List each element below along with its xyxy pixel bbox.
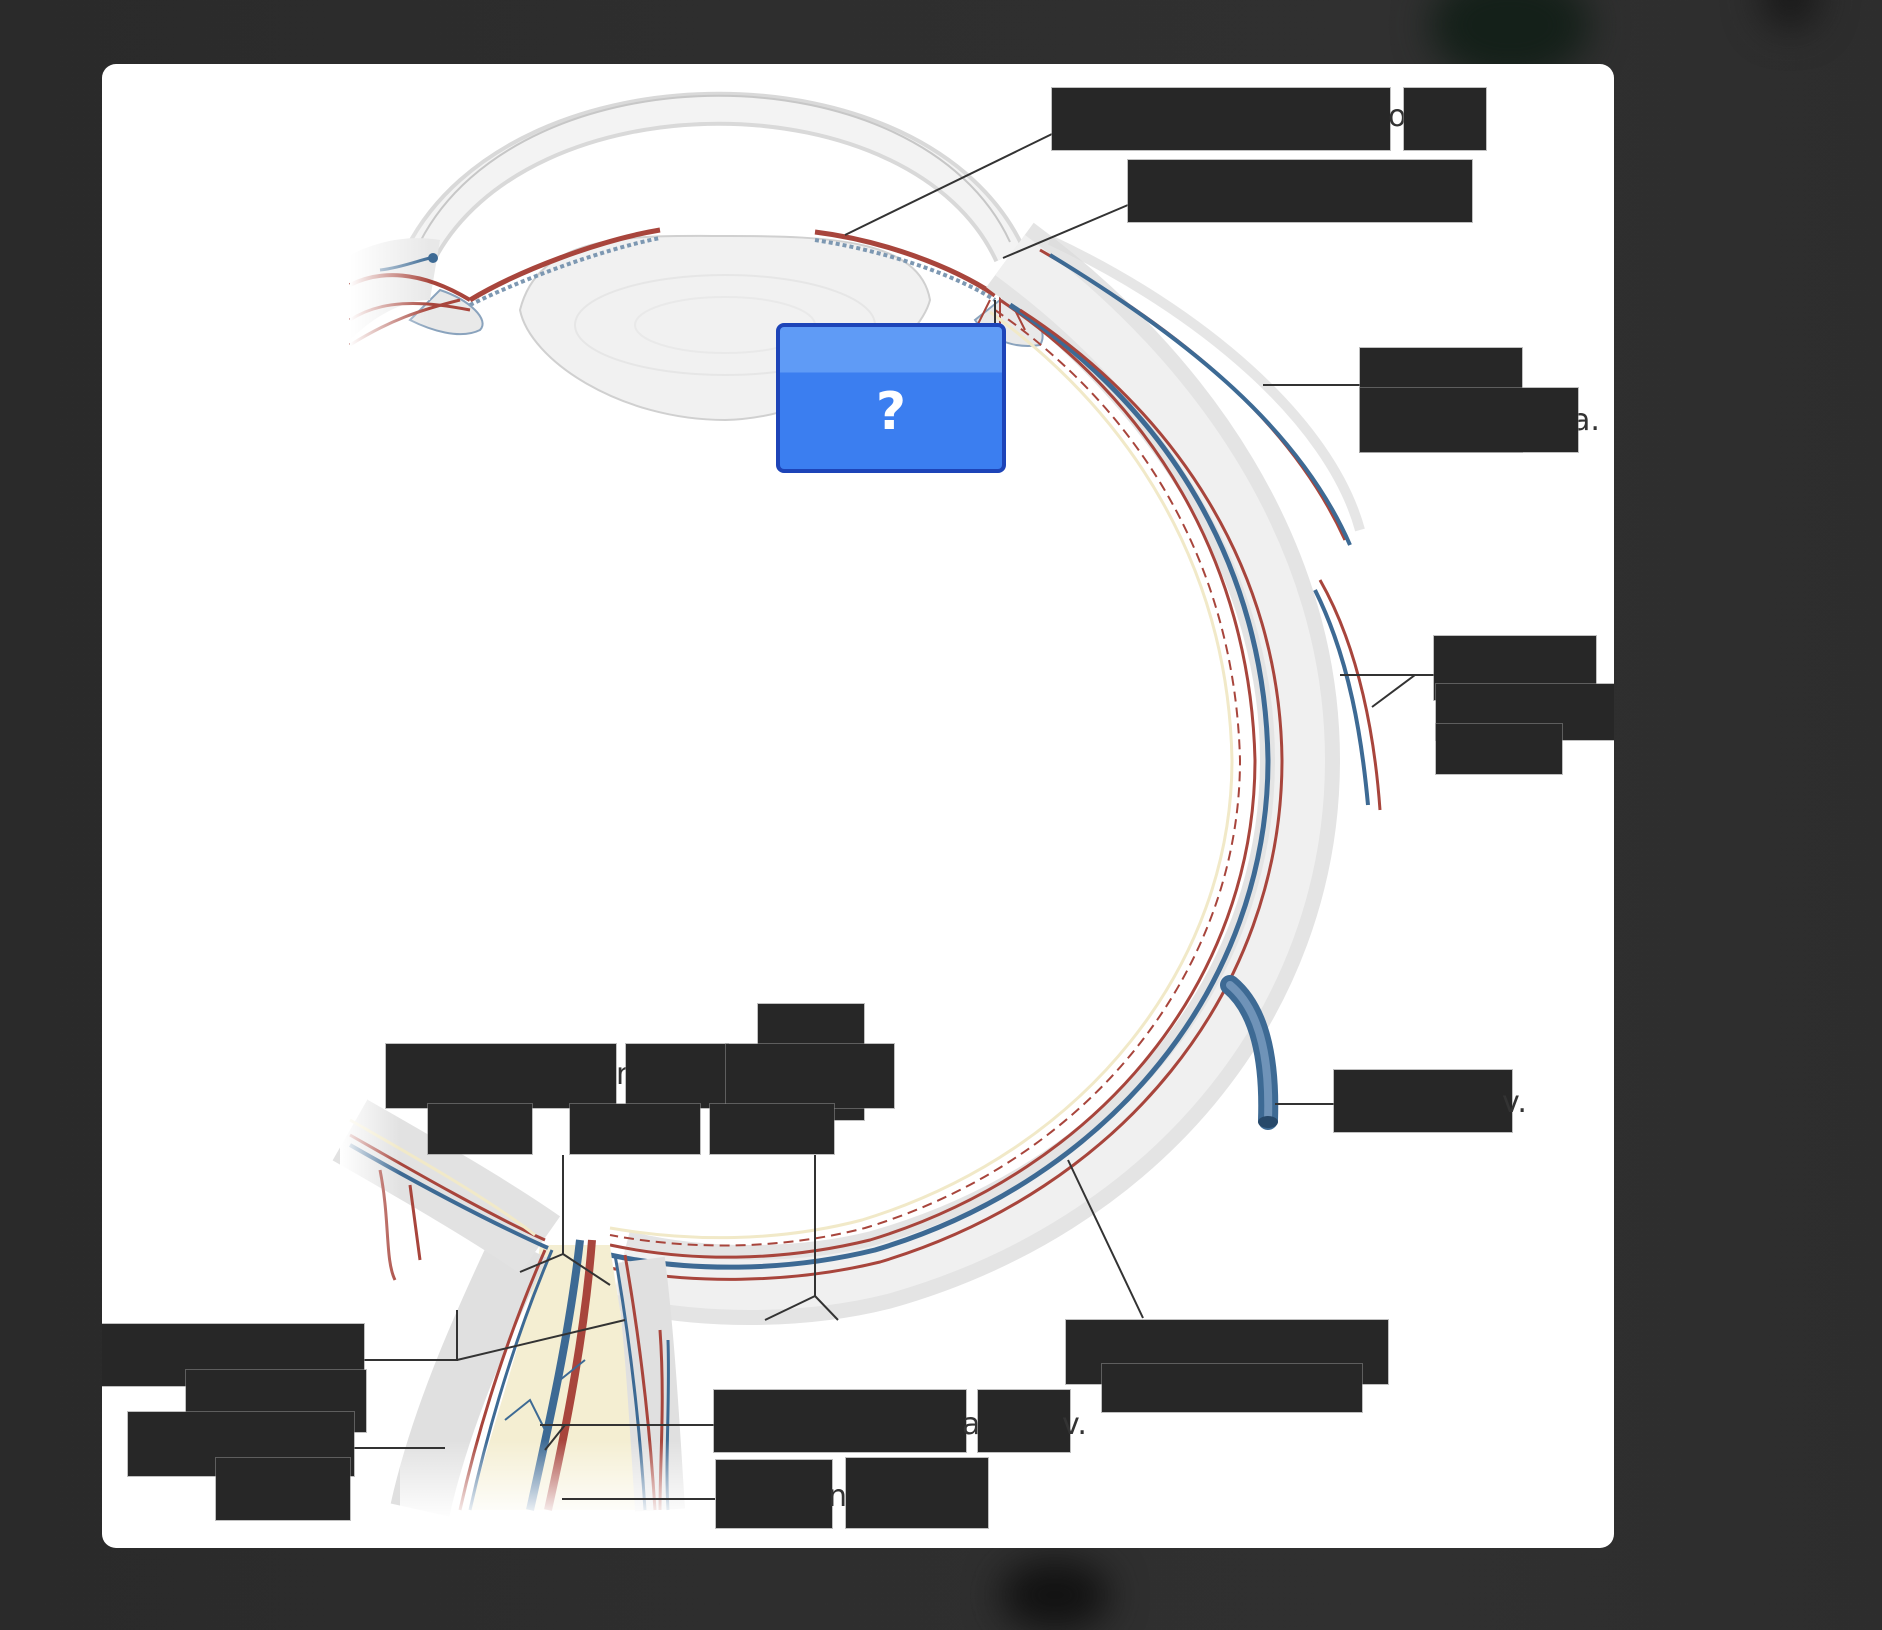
redacted-label-top-2 — [1128, 160, 1472, 222]
background-shadow — [1760, 0, 1820, 30]
label-fragment-bottom-4b: v. — [1062, 1407, 1087, 1442]
redacted-label-mid-1 — [386, 1044, 616, 1108]
redacted-label-bottom-right-b — [1102, 1364, 1362, 1412]
redacted-label-right-2c — [1436, 724, 1562, 774]
background-shadow — [1000, 1560, 1110, 1630]
cornea — [404, 91, 1026, 264]
redacted-label-bottom-5 — [716, 1460, 832, 1528]
redacted-label-left-2b — [216, 1458, 350, 1520]
vortex-vein — [1220, 975, 1279, 1130]
optic-nerve — [390, 1232, 700, 1520]
redacted-label-top-1 — [1052, 88, 1390, 150]
episcleral-vessels — [1039, 235, 1382, 811]
redacted-label-bottom-5b — [846, 1458, 988, 1528]
eye-blood-supply-illustration — [332, 91, 1434, 1520]
redacted-label-bottom-4b — [978, 1390, 1070, 1452]
leader-lines — [350, 133, 1434, 1500]
iris — [468, 227, 997, 307]
label-fragment-top-1: o — [1388, 99, 1407, 134]
unknown-label-hotspot[interactable]: ? — [776, 323, 1006, 473]
redacted-label-mid-1d — [570, 1104, 700, 1154]
redacted-label-mid-1c — [428, 1104, 532, 1154]
posterior-sclera-left — [332, 1099, 561, 1300]
label-fragment-bottom-5: n — [828, 1479, 848, 1514]
question-mark: ? — [875, 382, 907, 442]
redacted-label-right-1b — [1360, 388, 1578, 452]
redacted-label-mid-2c — [710, 1104, 834, 1154]
diagram-card: o a. v. n a v. n — [102, 64, 1614, 1548]
redacted-label-mid-2b — [726, 1044, 894, 1108]
choroid-retina-vessels — [609, 298, 1284, 1281]
anterior-sclera-left — [349, 200, 472, 360]
redacted-label-top-1b — [1404, 88, 1486, 150]
label-fragment-bottom-4: a — [962, 1407, 981, 1442]
redacted-label-bottom-4 — [714, 1390, 966, 1452]
label-fragment-right-3: v. — [1502, 1085, 1527, 1120]
redacted-label-mid-1b — [626, 1044, 728, 1108]
redacted-label-right-3 — [1334, 1070, 1512, 1132]
